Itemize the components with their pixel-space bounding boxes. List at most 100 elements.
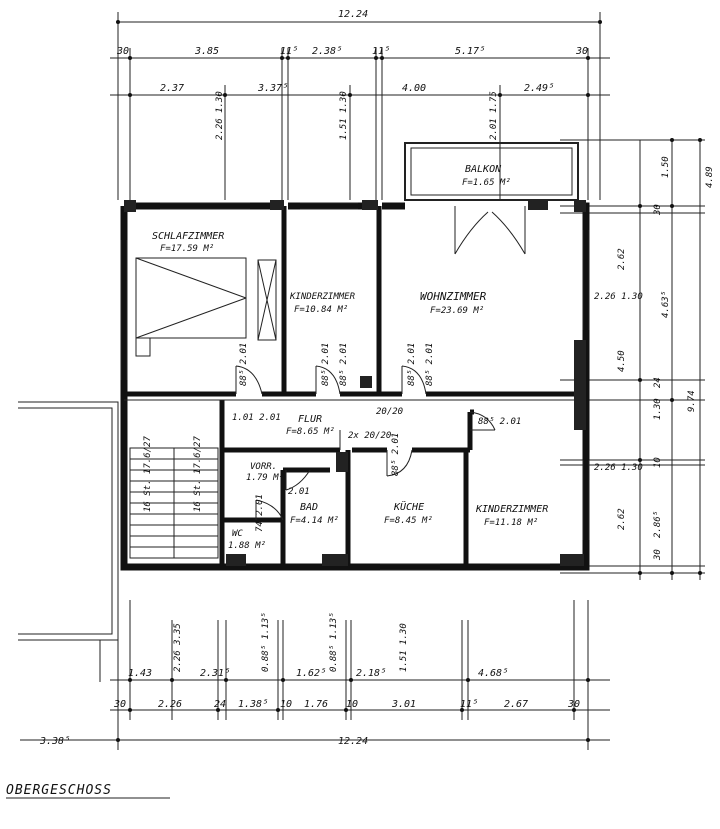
room-area-kueche: F=8.45 M² (384, 516, 433, 526)
dim-bottom-r2-3: 1.38⁵ (238, 699, 268, 710)
room-area-flur: F=8.65 M² (286, 427, 335, 437)
dim-bottom-v-2: 0.88⁵ 1.13⁵ (329, 612, 339, 672)
dimension-lines (20, 12, 705, 750)
doors (235, 365, 496, 521)
room-name-bad: BAD (300, 502, 318, 513)
door-label-0: 88⁵ 2.01 (239, 343, 249, 386)
dimension-dots (116, 20, 702, 742)
dim-top-r1-5: 5.17⁵ (455, 46, 485, 57)
dim-right-e: 2.26 1.30 (594, 292, 643, 302)
dim-bottom-r1-1: 2.31⁵ (200, 668, 230, 679)
dim-bottom-r1-4: 4.68⁵ (478, 668, 508, 679)
right-dimension-labels: 1.50 4.89 30 2.62 2.26 1.30 4.63⁵ 4.50 2… (594, 156, 715, 561)
room-area-balkon: F=1.65 M² (462, 178, 511, 188)
plan-title: OBERGESCHOSS (6, 783, 112, 798)
dim-right-c: 30 (653, 204, 663, 216)
door-label-8: 88⁵ 2.01 (391, 433, 401, 476)
room-area-kinderzimmer-2: F=11.18 M² (484, 518, 538, 528)
dim-bottom-r2-9: 2.67 (504, 699, 528, 710)
door-label-11: 2.01 (288, 487, 310, 497)
dim-right-h: 24 (653, 377, 663, 388)
dim-bottom-v-1: 0.88⁵ 1.13⁵ (261, 612, 271, 672)
balcony-door (454, 206, 526, 255)
dim-bottom-r2-1: 2.26 (158, 699, 182, 710)
staircase (129, 447, 219, 559)
dim-right-j: 9.74 (687, 390, 697, 412)
bed-furniture (135, 257, 277, 357)
dim-top-v-1: 1.51 1.30 (339, 91, 349, 140)
windows (120, 202, 590, 571)
room-area-vorr: 1.79 M² (246, 473, 284, 483)
door-label-10: 74 2.01 (255, 494, 265, 532)
room-name-kinderzimmer-1: KINDERZIMMER (289, 292, 356, 302)
dim-right-g: 4.50 (617, 350, 627, 372)
dim-top-v-0: 2.26 1.30 (215, 91, 225, 140)
door-label-3: 88⁵ 2.01 (407, 343, 417, 386)
room-name-wohnzimmer: WOHNZIMMER (420, 290, 487, 303)
dim-right-b: 4.89 (705, 166, 715, 188)
dim-right-m: 2.86⁵ (653, 511, 663, 538)
dim-bottom-r2-7: 3.01 (391, 699, 416, 710)
dim-right-a: 1.50 (661, 156, 671, 178)
dim-bottom-left: 3.38⁵ (39, 736, 70, 747)
room-area-wc: 1.88 M² (228, 541, 266, 551)
dim-right-f: 4.63⁵ (661, 291, 671, 318)
room-name-kueche: KÜCHE (393, 500, 424, 513)
door-label-5: 20/20 (376, 407, 403, 417)
room-area-kinderzimmer-1: F=10.84 M² (294, 305, 348, 315)
dim-top-r2-0: 2.37 (160, 83, 184, 94)
door-label-2: 88⁵ 2.01 (339, 343, 349, 386)
dim-bottom-overall: 12.24 (338, 736, 368, 747)
room-area-schlafzimmer: F=17.59 M² (160, 244, 214, 254)
door-labels: 88⁵ 2.01 88⁵ 2.01 88⁵ 2.01 88⁵ 2.01 1.01… (232, 343, 521, 532)
room-area-bad: F=4.14 M² (290, 516, 339, 526)
dim-bottom-r2-2: 24 (214, 699, 226, 710)
outer-walls (120, 142, 590, 571)
dim-top-r1-3: 2.38⁵ (312, 46, 342, 57)
room-name-balkon: BALKON (465, 164, 502, 175)
dim-right-i: 1.30 (653, 398, 663, 420)
dim-top-r2-2: 4.00 (402, 83, 426, 94)
dim-bottom-r2-5: 1.76 (304, 699, 328, 710)
room-name-kinderzimmer-2: KINDERZIMMER (475, 504, 548, 515)
dim-top-r2-3: 2.49⁵ (524, 83, 554, 94)
room-name-schlafzimmer: SCHLAFZIMMER (152, 231, 224, 242)
dim-bottom-r1-0: 1.43 (128, 668, 152, 679)
dim-bottom-r1-2: 1.62⁵ (296, 668, 326, 679)
stair-labels: 16 St. 17.6/27 16 St. 17.6/27 (143, 436, 203, 512)
dim-bottom-v-0: 2.26 3.35 (173, 623, 183, 672)
dim-top-r2-1: 3.37⁵ (257, 83, 288, 94)
dim-right-k: 2.26 1.30 (594, 463, 643, 473)
dim-bottom-r2-10: 30 (567, 699, 580, 710)
room-area-wohnzimmer: F=23.69 M² (430, 306, 484, 316)
dim-right-l: 10 (653, 457, 663, 468)
dim-bottom-r2-0: 30 (113, 699, 126, 710)
room-name-vorr: VORR. (250, 462, 277, 472)
door-label-6: 2x 20/20 (348, 431, 391, 441)
dim-top-r1-2: 11⁵ (280, 46, 298, 57)
dim-right-o: 30 (653, 549, 663, 561)
top-dimension-labels: 12.24 30 3.85 11⁵ 2.38⁵ 11⁵ 5.17⁵ 30 2.3… (116, 9, 588, 140)
dim-bottom-r2-6: 10 (346, 699, 358, 710)
dim-right-d: 2.62 (617, 248, 627, 270)
stair-label-left: 16 St. 17.6/27 (143, 436, 153, 512)
stair-label-right: 16 St. 17.6/27 (193, 436, 203, 512)
room-labels: BALKON F=1.65 M² SCHLAFZIMMER F=17.59 M²… (152, 164, 548, 551)
dim-top-overall: 12.24 (338, 9, 368, 20)
door-label-4: 1.01 2.01 (232, 413, 281, 423)
room-name-flur: FLUR (298, 414, 322, 425)
door-label-7: 88⁵ 2.01 (478, 417, 521, 427)
dim-bottom-v-3: 1.51 1.30 (399, 623, 409, 672)
dim-bottom-r1-3: 2.18⁵ (356, 668, 386, 679)
dim-top-r1-4: 11⁵ (372, 46, 390, 57)
door-label-1: 88⁵ 2.01 (321, 343, 331, 386)
door-label-9: 88⁵ 2.01 (425, 343, 435, 386)
dim-top-r1-0: 30 (116, 46, 129, 57)
dim-top-v-2: 2.01 1.75 (489, 91, 499, 140)
dim-top-r1-1: 3.85 (194, 46, 219, 57)
dim-bottom-r2-8: 11⁵ (460, 699, 478, 710)
dim-right-n: 2.62 (617, 508, 627, 530)
wall-hatches (124, 200, 586, 566)
dim-top-r1-6: 30 (575, 46, 588, 57)
